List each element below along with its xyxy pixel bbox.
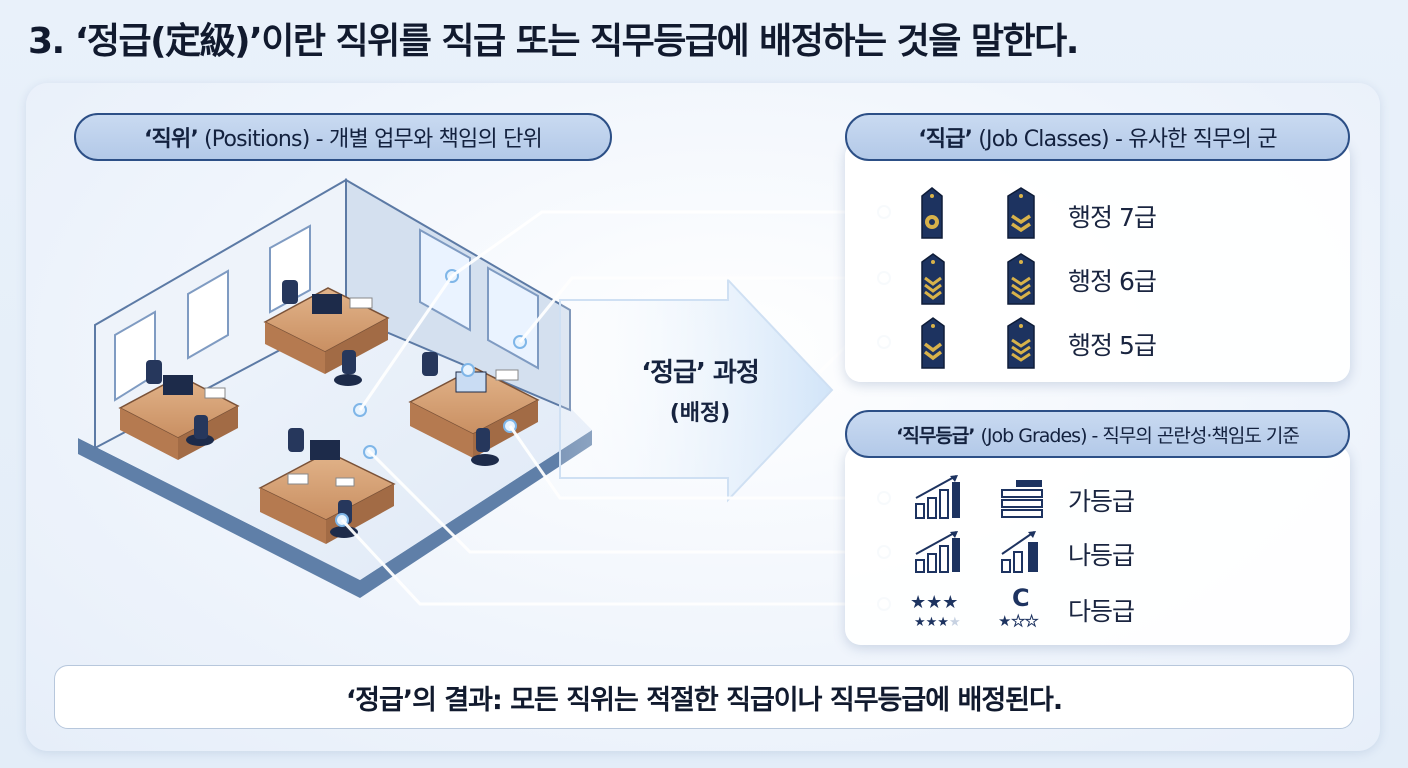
page-title: 3. ‘정급(定級)’이란 직위를 직급 또는 직무등급에 배정하는 것을 말한… xyxy=(28,21,1079,62)
svg-text:★★★: ★★★ xyxy=(998,612,1038,630)
bar-chart-up-icon xyxy=(1001,531,1038,573)
process-label: ‘정급’ 과정 (배정) xyxy=(600,352,800,427)
bar-chart-up-icon xyxy=(915,475,960,519)
positions-label: ‘직위’ xyxy=(144,127,199,152)
svg-text:★★★: ★★★ xyxy=(910,592,958,613)
result-banner: ‘정급’의 결과: 모든 직위는 적절한 직급이나 직무등급에 배정된다. xyxy=(54,665,1354,729)
job-grade-item: 나등급 xyxy=(1068,541,1135,570)
job-grade-item: 다등급 xyxy=(1068,597,1135,626)
bar-chart-up-icon xyxy=(915,531,960,573)
insignia-chevron-icon xyxy=(1007,317,1035,369)
job-grades-description: (Job Grades) - 직무의 곤란성·책임도 기준 xyxy=(980,424,1300,447)
positions-pill: ‘직위’ (Positions) - 개별 업무와 책임의 단위 xyxy=(74,113,612,161)
job-grades-label: ‘직무등급’ xyxy=(896,424,975,447)
insignia-chevron-icon xyxy=(1007,253,1035,305)
insignia-chevron-icon xyxy=(1007,187,1035,239)
insignia-chevron-icon xyxy=(921,253,945,305)
star-rating-icon: ★★★ ★★★★ xyxy=(910,592,961,630)
job-grades-card xyxy=(845,445,1350,645)
job-classes-description: (Job Classes) - 유사한 직무의 군 xyxy=(978,127,1277,152)
job-grade-item: 가등급 xyxy=(1068,487,1135,516)
job-class-item: 행정 6급 xyxy=(1068,267,1157,296)
process-subtitle: (배정) xyxy=(669,401,731,426)
job-grades-pill: ‘직무등급’ (Job Grades) - 직무의 곤란성·책임도 기준 xyxy=(845,410,1350,458)
svg-text:★★★★: ★★★★ xyxy=(914,615,961,630)
positions-description: (Positions) - 개별 업무와 책임의 단위 xyxy=(204,127,543,152)
office-illustration xyxy=(78,178,592,598)
job-class-item: 행정 7급 xyxy=(1068,203,1157,232)
job-class-item: 행정 5급 xyxy=(1068,331,1157,360)
job-classes-pill: ‘직급’ (Job Classes) - 유사한 직무의 군 xyxy=(845,113,1350,161)
star-rating-icon: ★★★ xyxy=(998,612,1039,631)
stairs-icon xyxy=(1001,480,1043,518)
process-title: ‘정급’ 과정 xyxy=(641,358,759,388)
insignia-chevron-icon xyxy=(921,317,945,369)
insignia-gear-icon xyxy=(921,187,943,239)
job-classes-label: ‘직급’ xyxy=(918,127,973,152)
grade-c-icon: C xyxy=(1012,584,1030,612)
